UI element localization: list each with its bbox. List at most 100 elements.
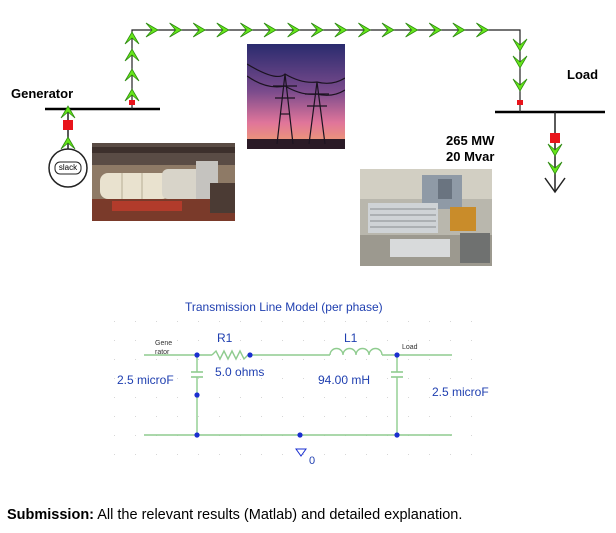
flow-arrow-icon — [145, 22, 159, 38]
load-mvar: 20 Mvar — [446, 149, 495, 164]
grid-dot — [408, 454, 409, 455]
grid-dot — [114, 321, 115, 322]
grid-dot — [156, 416, 157, 417]
grid-dot — [198, 416, 199, 417]
flow-arrow-icon — [169, 22, 183, 38]
grid-dot — [471, 416, 472, 417]
grid-dot — [429, 378, 430, 379]
grid-dot — [261, 416, 262, 417]
grid-dot — [366, 454, 367, 455]
grid-dot — [429, 454, 430, 455]
node-ground-mid[interactable] — [297, 432, 303, 438]
grid-dot — [303, 359, 304, 360]
grid-dot — [135, 359, 136, 360]
power-flow-arrows — [60, 22, 563, 175]
grid-dot — [219, 416, 220, 417]
grid-dot — [387, 340, 388, 341]
load-breaker[interactable] — [550, 133, 560, 143]
grid-dot — [282, 416, 283, 417]
grid-dot — [366, 416, 367, 417]
grid-dot — [219, 340, 220, 341]
submission-note: Submission: All the relevant results (Ma… — [7, 507, 462, 523]
right-cap-value: 2.5 microF — [432, 385, 489, 399]
grid-dot — [282, 378, 283, 379]
grid-dot — [408, 359, 409, 360]
grid-dot — [303, 416, 304, 417]
flow-arrow-icon — [124, 88, 140, 102]
grid-dot — [471, 397, 472, 398]
grid-dot — [387, 454, 388, 455]
grid-dot — [324, 359, 325, 360]
line-breaker-load-end — [517, 100, 523, 105]
submission-text: All the relevant results (Matlab) and de… — [94, 507, 463, 523]
inductor-l1[interactable] — [329, 347, 383, 356]
submission-label: Submission: — [7, 507, 95, 523]
flow-arrow-icon — [287, 22, 301, 38]
flow-arrow-icon — [216, 22, 230, 38]
grid-dot — [303, 321, 304, 322]
node-ground-right[interactable] — [394, 432, 400, 438]
slack-label: slack — [58, 163, 78, 172]
resistor-r1[interactable] — [211, 349, 250, 361]
flow-arrow-icon — [547, 143, 563, 157]
load-mw: 265 MW — [446, 133, 495, 148]
l1-value: 94.00 mH — [318, 373, 371, 387]
one-line-diagram — [45, 22, 605, 194]
grid-dot — [198, 340, 199, 341]
flow-arrow-icon — [124, 48, 140, 62]
grid-dot — [156, 454, 157, 455]
grid-dot — [345, 416, 346, 417]
flow-arrow-icon — [547, 161, 563, 175]
grid-dot — [429, 397, 430, 398]
r1-value: 5.0 ohms — [215, 365, 265, 379]
grid-dot — [345, 340, 346, 341]
grid-dot — [114, 435, 115, 436]
grid-dot — [114, 359, 115, 360]
circuit-title: Transmission Line Model (per phase) — [185, 300, 383, 314]
grid-dot — [429, 321, 430, 322]
grid-dot — [471, 359, 472, 360]
grid-dot — [429, 416, 430, 417]
circuit-load-tag: Load — [402, 344, 418, 351]
grid-dot — [471, 435, 472, 436]
flow-arrow-icon — [476, 22, 490, 38]
node-r1-l1[interactable] — [247, 352, 253, 358]
circuit-generator-tag-1: Gene — [155, 340, 173, 347]
grid-dot — [219, 454, 220, 455]
grid-dot — [282, 340, 283, 341]
generator-breaker[interactable] — [63, 120, 73, 130]
grid-dot — [135, 416, 136, 417]
grid-dot — [366, 378, 367, 379]
grid-dot — [366, 397, 367, 398]
grid-dot — [177, 378, 178, 379]
grid-dot — [198, 397, 199, 398]
node-generator[interactable] — [194, 352, 200, 358]
grid-dot — [240, 321, 241, 322]
grid-dot — [408, 340, 409, 341]
grid-dot — [408, 416, 409, 417]
node-ground-left[interactable] — [194, 432, 200, 438]
flow-arrow-icon — [192, 22, 206, 38]
flow-arrow-icon — [263, 22, 277, 38]
flow-arrow-icon — [240, 22, 254, 38]
grid-dot — [303, 397, 304, 398]
grid-dot — [471, 340, 472, 341]
generator-hall-photo — [92, 143, 235, 221]
load-arrow-head — [544, 177, 566, 194]
flow-arrow-icon — [124, 31, 140, 45]
flow-arrow-icon — [452, 22, 466, 38]
grid-dot — [219, 378, 220, 379]
flow-arrow-icon — [428, 22, 442, 38]
grid-dot — [450, 321, 451, 322]
grid-dot — [177, 359, 178, 360]
grid-dot — [282, 454, 283, 455]
node-load[interactable] — [394, 352, 400, 358]
grid-dot — [135, 435, 136, 436]
node-left-cap-mid — [194, 392, 200, 398]
grid-dot — [429, 359, 430, 360]
grid-dot — [240, 454, 241, 455]
slack-box — [54, 161, 82, 175]
grid-dot — [240, 397, 241, 398]
flow-arrow-icon — [310, 22, 324, 38]
transmission-towers-photo — [247, 44, 345, 149]
